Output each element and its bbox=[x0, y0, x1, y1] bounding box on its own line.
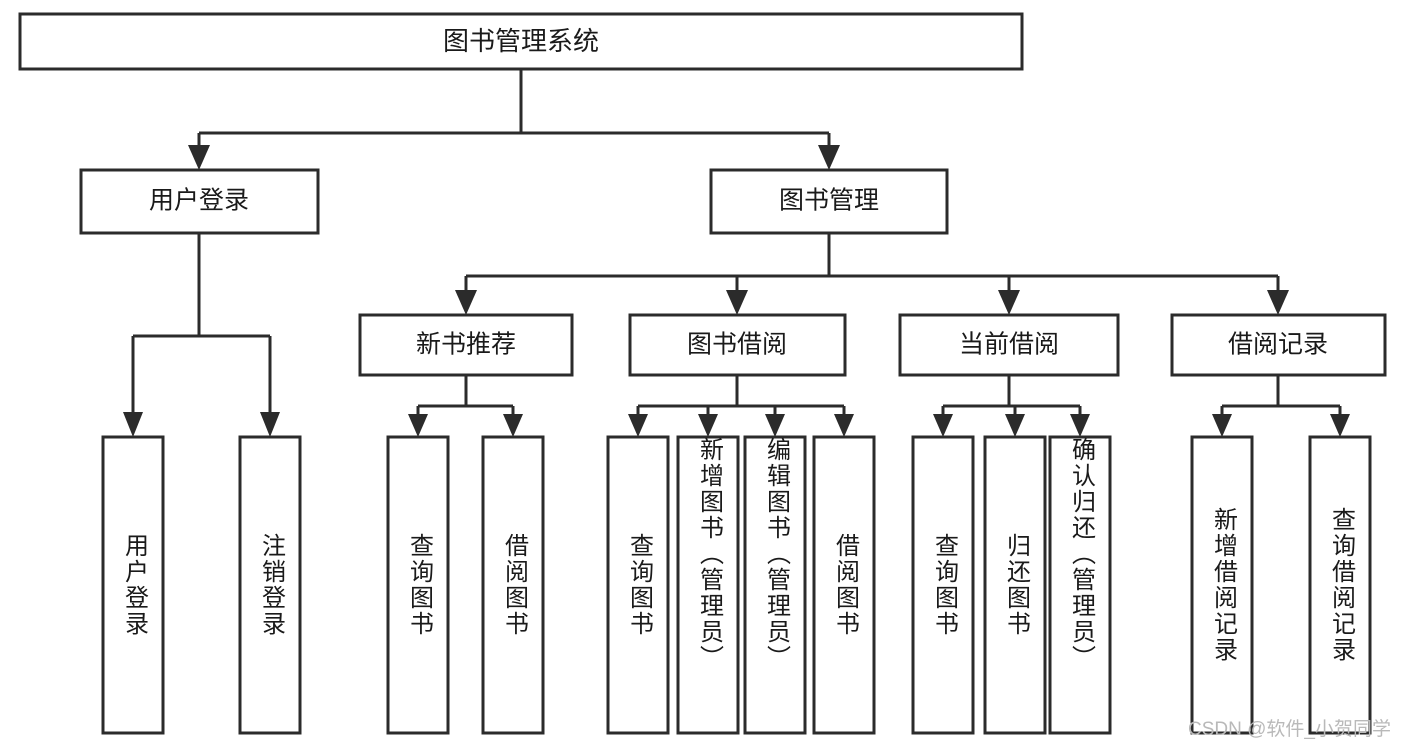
node-leaf-logout-box[interactable] bbox=[238, 435, 302, 735]
node-book-borrow[interactable]: 图书借阅 bbox=[628, 313, 847, 377]
arrow-head-book-manage bbox=[818, 145, 840, 170]
arrow-head-new-book-rec bbox=[455, 290, 477, 315]
connector-group-root bbox=[188, 69, 840, 170]
arrow-head-leaf-query-book-3 bbox=[933, 414, 953, 437]
arrow-head-leaf-edit-book bbox=[765, 414, 785, 437]
node-book-manage-box[interactable] bbox=[709, 168, 949, 235]
node-root-label: 图书管理系统 bbox=[443, 26, 599, 56]
arrow-head-leaf-query-book-1 bbox=[408, 414, 428, 437]
node-current-borrow[interactable]: 当前借阅 bbox=[898, 313, 1120, 377]
arrow-head-borrow-record bbox=[1267, 290, 1289, 315]
connector-group-user-login bbox=[123, 233, 280, 437]
node-leaf-add-book-box[interactable] bbox=[676, 435, 740, 735]
arrow-head-leaf-borrow-book-1 bbox=[503, 414, 523, 437]
arrow-head-leaf-logout bbox=[260, 412, 280, 437]
connector-group-book-borrow bbox=[628, 375, 854, 437]
node-user-login[interactable]: 用户登录 bbox=[79, 168, 320, 235]
node-leaf-query-book-2-box[interactable] bbox=[606, 435, 670, 735]
node-new-book-rec-label: 新书推荐 bbox=[416, 331, 516, 359]
connector-group-new-book-rec bbox=[408, 375, 523, 437]
node-user-login-label: 用户登录 bbox=[149, 187, 249, 215]
arrow-head-current-borrow bbox=[998, 290, 1020, 315]
arrow-head-leaf-add-record bbox=[1212, 414, 1232, 437]
node-leaf-query-book-3-box[interactable] bbox=[911, 435, 975, 735]
node-leaf-user-login-box[interactable] bbox=[101, 435, 165, 735]
arrow-head-leaf-user-login bbox=[123, 412, 143, 437]
node-book-borrow-box[interactable] bbox=[628, 313, 847, 377]
node-new-book-rec[interactable]: 新书推荐 bbox=[358, 313, 574, 377]
connector-group-current-borrow bbox=[933, 375, 1090, 437]
node-leaf-borrow-book-1-box[interactable] bbox=[481, 435, 545, 735]
node-leaf-query-book-1-box[interactable] bbox=[386, 435, 450, 735]
node-borrow-record[interactable]: 借阅记录 bbox=[1170, 313, 1387, 377]
arrow-head-leaf-query-book-2 bbox=[628, 414, 648, 437]
arrow-head-leaf-confirm-return bbox=[1070, 414, 1090, 437]
node-user-login-box[interactable] bbox=[79, 168, 320, 235]
node-book-manage[interactable]: 图书管理 bbox=[709, 168, 949, 235]
node-root[interactable]: 图书管理系统 bbox=[18, 12, 1024, 71]
node-borrow-record-box[interactable] bbox=[1170, 313, 1387, 377]
leaf-boxes bbox=[101, 435, 1372, 735]
connector-group-borrow-record bbox=[1212, 375, 1350, 437]
node-book-manage-label: 图书管理 bbox=[779, 187, 879, 215]
node-leaf-edit-book-box[interactable] bbox=[743, 435, 807, 735]
node-current-borrow-box[interactable] bbox=[898, 313, 1120, 377]
node-root-box[interactable] bbox=[18, 12, 1024, 71]
node-current-borrow-label: 当前借阅 bbox=[959, 331, 1059, 359]
arrow-head-leaf-add-book bbox=[698, 414, 718, 437]
csdn-watermark: CSDN @软件_小贺同学 bbox=[1188, 719, 1391, 740]
node-leaf-add-record-box[interactable] bbox=[1190, 435, 1254, 735]
node-leaf-return-book-box[interactable] bbox=[983, 435, 1047, 735]
node-leaf-borrow-book-2-box[interactable] bbox=[812, 435, 876, 735]
node-new-book-rec-box[interactable] bbox=[358, 313, 574, 377]
arrow-head-book-borrow bbox=[726, 290, 748, 315]
node-book-borrow-label: 图书借阅 bbox=[687, 331, 787, 359]
connector-group-book-manage bbox=[455, 233, 1289, 315]
arrow-head-leaf-return-book bbox=[1005, 414, 1025, 437]
arrow-head-user-login bbox=[188, 145, 210, 170]
node-borrow-record-label: 借阅记录 bbox=[1228, 331, 1328, 359]
node-leaf-query-record-box[interactable] bbox=[1308, 435, 1372, 735]
node-leaf-confirm-return-box[interactable] bbox=[1048, 435, 1112, 735]
arrow-head-leaf-query-record bbox=[1330, 414, 1350, 437]
arrow-head-leaf-borrow-book-2 bbox=[834, 414, 854, 437]
